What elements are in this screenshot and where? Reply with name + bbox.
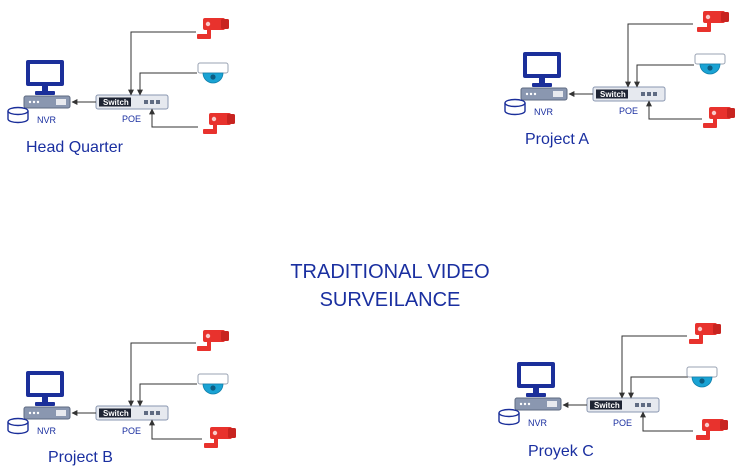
switch-label: Switch [594,401,620,410]
bullet-camera-icon [203,113,235,134]
nvr-label: NVR [37,115,57,125]
site-head-quarter: NVR Switch POE [7,18,235,134]
site-proyek-c: NVR Switch POE [498,323,728,440]
dome-camera-icon [686,366,718,388]
switch-label: Switch [103,98,129,107]
dome-camera-icon [197,62,229,84]
monitor-icon [26,60,64,95]
poe-label: POE [613,418,632,428]
poe-label: POE [122,114,141,124]
disk-icon [7,417,29,435]
nvr-label: NVR [37,426,57,436]
nvr-label: NVR [528,418,548,428]
switch-label: Switch [103,409,129,418]
nvr-label: NVR [534,107,554,117]
camera-2-link [634,64,694,88]
bullet-camera-icon [696,419,728,440]
camera-3-link [640,411,693,432]
camera-2-link [628,376,688,399]
camera-3-link [149,108,198,128]
dome-camera-icon [694,53,726,75]
camera-3-link [149,419,202,440]
site-label-proyek-c: Proyek C [528,443,594,460]
poe-label: POE [122,426,141,436]
bullet-camera-icon [689,323,721,344]
title-line-2: SURVEILANCE [319,289,461,311]
camera-3-link [646,100,702,120]
site-project-a: NVR Switch POE [504,11,735,128]
disk-icon [7,106,29,124]
site-project-b: NVR Switch POE [7,330,236,448]
disk-icon [504,98,526,116]
site-label-project-b: Project B [48,449,113,466]
bullet-camera-icon [204,427,236,448]
bullet-camera-icon [703,107,735,128]
switch-label: Switch [600,90,626,99]
nvr-box-icon [514,397,562,411]
bullet-camera-icon [197,330,229,351]
monitor-icon [26,371,64,406]
diagram-title: TRADITIONAL VIDEO SURVEILANCE [240,258,540,314]
camera-1-link [128,31,196,96]
site-label-head-quarter: Head Quarter [26,139,123,156]
monitor-icon [517,362,555,397]
disk-icon [498,408,520,426]
camera-1-link [619,335,687,399]
monitor-icon [523,52,561,87]
camera-1-link [128,342,196,407]
title-line-1: TRADITIONAL VIDEO [290,261,490,283]
bullet-camera-icon [697,11,729,32]
nvr-box-icon [520,87,568,101]
nvr-box-icon [23,406,71,420]
poe-label: POE [619,106,638,116]
dome-camera-icon [197,373,229,395]
site-label-project-a: Project A [525,131,590,148]
camera-2-link [137,383,197,407]
camera-1-link [625,23,693,88]
bullet-camera-icon [197,18,229,39]
camera-2-link [137,72,197,96]
nvr-box-icon [23,95,71,109]
